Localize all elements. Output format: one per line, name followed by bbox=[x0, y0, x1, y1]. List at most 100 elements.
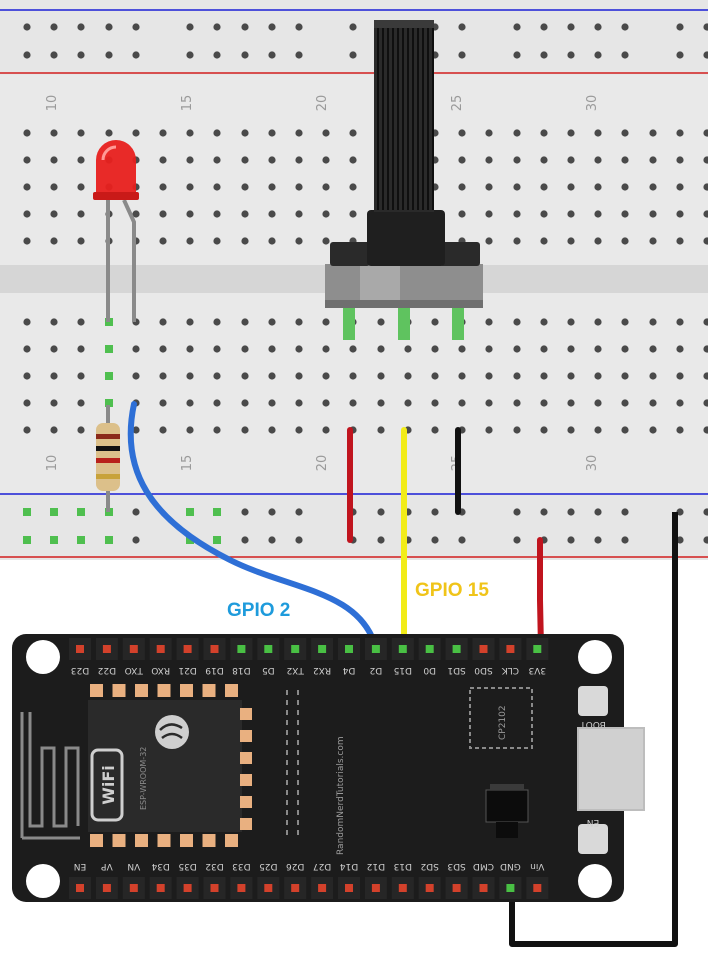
breadboard-hole bbox=[77, 156, 85, 164]
pin-en[interactable] bbox=[76, 884, 84, 892]
breadboard-hole bbox=[377, 399, 385, 407]
pin-label: D18 bbox=[232, 665, 251, 675]
pin-rx2[interactable] bbox=[318, 645, 327, 653]
pin-d0[interactable] bbox=[425, 645, 434, 653]
breadboard-hole bbox=[649, 156, 657, 164]
breadboard-hole-active bbox=[186, 508, 194, 516]
breadboard-hole bbox=[431, 536, 439, 544]
breadboard-hole-active bbox=[213, 536, 221, 544]
pin-d26[interactable] bbox=[291, 884, 300, 892]
boot-button[interactable] bbox=[578, 686, 608, 716]
breadboard-hole bbox=[594, 536, 602, 544]
breadboard-hole bbox=[213, 399, 221, 407]
resistor-band-3 bbox=[96, 458, 120, 463]
pin-d18[interactable] bbox=[237, 645, 246, 653]
pin-vin[interactable] bbox=[533, 884, 542, 892]
breadboard-hole bbox=[295, 51, 303, 59]
pin-d2[interactable] bbox=[371, 645, 380, 653]
breadboard-hole bbox=[621, 536, 629, 544]
breadboard-hole bbox=[322, 183, 330, 191]
breadboard-hole bbox=[703, 237, 708, 245]
module-pad bbox=[240, 752, 252, 764]
breadboard-hole bbox=[431, 372, 439, 380]
breadboard-hole bbox=[621, 129, 629, 137]
pin-vn[interactable] bbox=[129, 884, 138, 892]
module-pad bbox=[225, 834, 238, 847]
breadboard-hole bbox=[404, 372, 412, 380]
pin-sd2[interactable] bbox=[425, 884, 434, 892]
pin-label: D22 bbox=[98, 665, 116, 675]
breadboard-hole bbox=[295, 536, 303, 544]
breadboard-hole bbox=[322, 237, 330, 245]
breadboard-hole bbox=[132, 345, 140, 353]
led-dome bbox=[96, 140, 136, 200]
breadboard-hole bbox=[567, 345, 575, 353]
pin-vp[interactable] bbox=[102, 884, 111, 892]
breadboard-hole bbox=[268, 345, 276, 353]
breadboard-hole bbox=[540, 345, 548, 353]
breadboard-hole bbox=[567, 536, 575, 544]
breadboard-hole bbox=[241, 399, 249, 407]
pin-rxo[interactable] bbox=[156, 645, 165, 653]
breadboard-hole bbox=[295, 426, 303, 434]
pin-gnd[interactable] bbox=[506, 884, 515, 892]
pin-clk[interactable] bbox=[506, 645, 515, 653]
breadboard-hole bbox=[349, 156, 357, 164]
breadboard-hole bbox=[485, 399, 493, 407]
breadboard-hole bbox=[513, 183, 521, 191]
pin-tx2[interactable] bbox=[291, 645, 300, 653]
pin-d13[interactable] bbox=[398, 884, 407, 892]
pin-d15[interactable] bbox=[398, 645, 407, 653]
pin-3v3[interactable] bbox=[533, 645, 542, 653]
breadboard-hole bbox=[23, 318, 31, 326]
breadboard-hole bbox=[295, 129, 303, 137]
breadboard-hole bbox=[567, 23, 575, 31]
pot-pin-left bbox=[343, 300, 355, 340]
breadboard-hole bbox=[132, 536, 140, 544]
pin-label: SD2 bbox=[421, 861, 439, 871]
pin-d32[interactable] bbox=[210, 884, 219, 892]
pin-d5[interactable] bbox=[264, 645, 273, 653]
breadboard-hole bbox=[377, 426, 385, 434]
breadboard-hole bbox=[295, 318, 303, 326]
pin-label: Vin bbox=[530, 861, 544, 871]
breadboard-hole bbox=[567, 156, 575, 164]
pin-sd3[interactable] bbox=[452, 884, 461, 892]
pin-sd0[interactable] bbox=[479, 645, 488, 653]
breadboard-hole bbox=[186, 183, 194, 191]
pin-txo[interactable] bbox=[129, 645, 138, 653]
pin-d12[interactable] bbox=[371, 884, 380, 892]
resistor-band-4 bbox=[96, 474, 120, 479]
breadboard-hole bbox=[540, 399, 548, 407]
pin-d22[interactable] bbox=[102, 645, 111, 653]
breadboard-hole-active bbox=[77, 508, 85, 516]
pin-cmd[interactable] bbox=[479, 884, 488, 892]
pin-d25[interactable] bbox=[264, 884, 273, 892]
en-button[interactable] bbox=[578, 824, 608, 854]
pin-d34[interactable] bbox=[156, 884, 165, 892]
breadboard-hole-active bbox=[105, 536, 113, 544]
pin-d21[interactable] bbox=[183, 645, 192, 653]
pin-d33[interactable] bbox=[237, 884, 246, 892]
breadboard-hole bbox=[105, 129, 113, 137]
pin-d19[interactable] bbox=[210, 645, 219, 653]
resistor-band-2 bbox=[96, 446, 120, 451]
breadboard-hole bbox=[540, 508, 548, 516]
led-icon bbox=[93, 140, 139, 322]
breadboard-hole bbox=[703, 345, 708, 353]
breadboard-hole bbox=[404, 399, 412, 407]
breadboard-hole bbox=[513, 318, 521, 326]
pin-d27[interactable] bbox=[318, 884, 327, 892]
pin-sd1[interactable] bbox=[452, 645, 461, 653]
pin-d4[interactable] bbox=[345, 645, 353, 653]
mount-hole-bl bbox=[26, 864, 60, 898]
breadboard-hole-active bbox=[50, 536, 58, 544]
pin-d14[interactable] bbox=[345, 884, 353, 892]
breadboard-hole bbox=[485, 156, 493, 164]
credit-label: RandomNerdTutorials.com bbox=[336, 736, 346, 855]
pin-d35[interactable] bbox=[183, 884, 192, 892]
pin-d23[interactable] bbox=[76, 645, 84, 653]
breadboard-hole bbox=[159, 237, 167, 245]
breadboard-hole bbox=[485, 129, 493, 137]
